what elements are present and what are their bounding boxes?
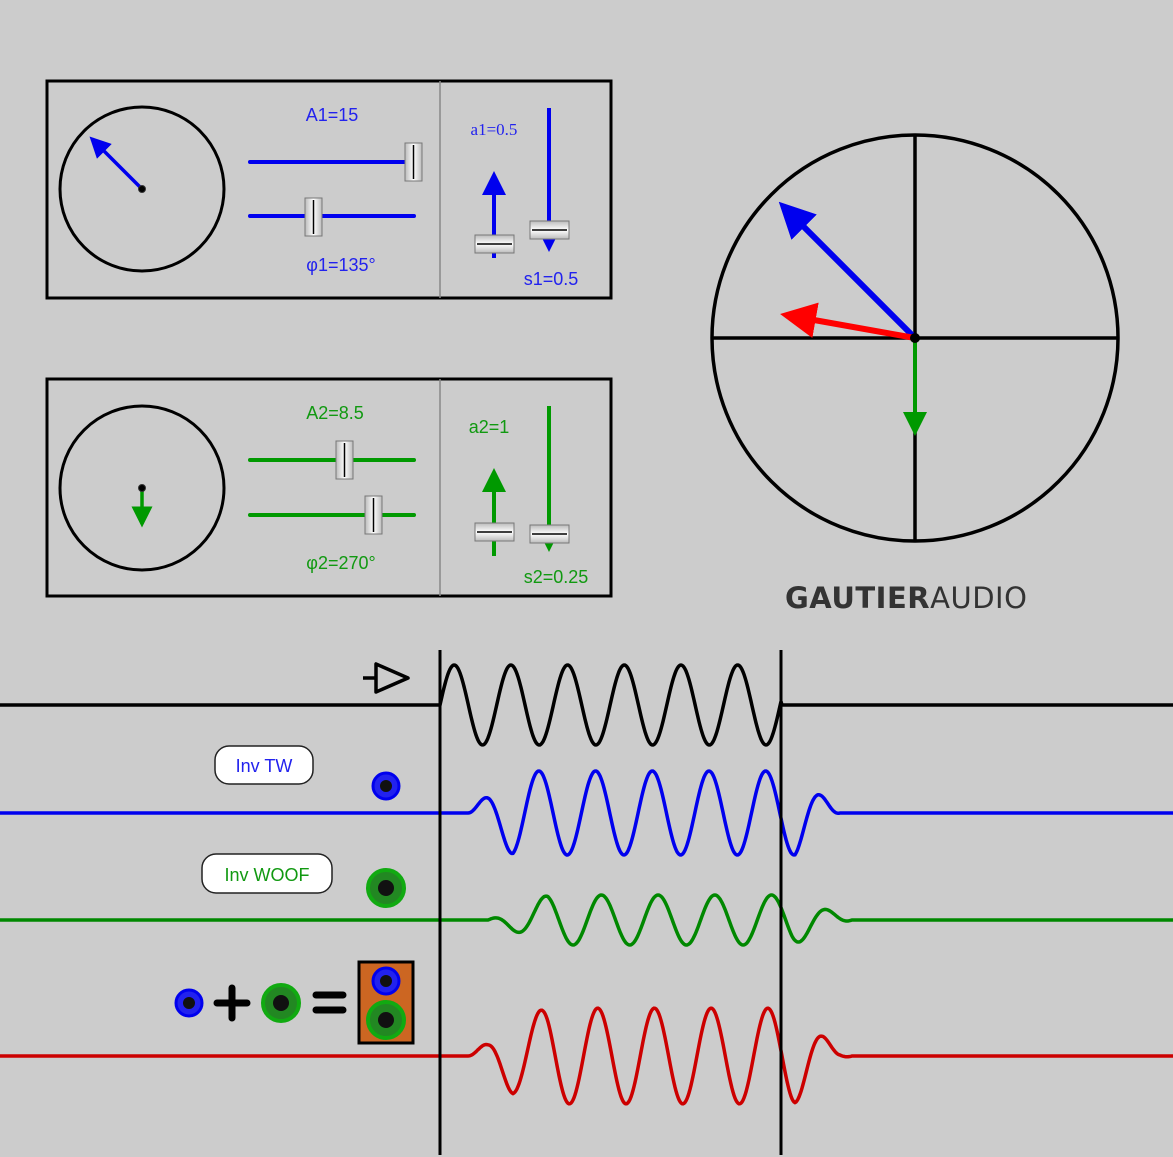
amplitude-label-1: A1=15 [306, 105, 359, 125]
phase-label-1: φ1=135° [306, 255, 375, 275]
tweeter-vector-arrow [778, 201, 918, 341]
sum-phasor-diagram [710, 133, 1120, 543]
amplitude-slider-2[interactable] [248, 440, 416, 480]
tweeter-panel: A1=15 φ1=135° a1=0.5 s1=0.5 [45, 79, 613, 300]
a-slider-1[interactable] [474, 171, 515, 258]
a-label-1: a1=0.5 [471, 120, 518, 139]
phase-label-2: φ2=270° [306, 553, 375, 573]
signal-source-icon [363, 662, 410, 694]
a-label-2: a2=1 [469, 417, 510, 437]
s-label-1: s1=0.5 [524, 269, 579, 289]
sum-vector-arrow [780, 302, 916, 341]
phasor-dial-2 [58, 404, 226, 572]
amplitude-label-2: A2=8.5 [306, 403, 364, 423]
invert-woofer-button[interactable]: Inv WOOF [201, 853, 333, 894]
s-label-2: s2=0.25 [524, 567, 589, 587]
amplitude-slider-1[interactable] [248, 142, 423, 182]
woofer-panel: A2=8.5 φ2=270° a2=1 s2=0.25 [45, 377, 613, 598]
tweeter-waveform [0, 769, 1173, 857]
s-slider-1[interactable] [529, 108, 570, 252]
phasor-dial-1 [58, 105, 226, 273]
phase-slider-2[interactable] [248, 495, 416, 535]
phase-slider-1[interactable] [248, 197, 416, 237]
invert-tweeter-button[interactable]: Inv TW [214, 745, 314, 785]
input-waveform [0, 663, 1173, 747]
woofer-waveform [0, 893, 1173, 947]
sum-equation-icon [174, 960, 415, 1045]
waveforms [0, 663, 1173, 1106]
a-slider-2[interactable] [474, 468, 515, 556]
gautier-audio-logo: GAUTIERAUDIO [785, 581, 1027, 615]
svg-text:Inv WOOF: Inv WOOF [225, 865, 310, 885]
svg-text:Inv TW: Inv TW [236, 756, 293, 776]
phasor-arrow-1 [89, 136, 144, 191]
s-slider-2[interactable] [529, 406, 570, 552]
sum-waveform [0, 1006, 1173, 1106]
